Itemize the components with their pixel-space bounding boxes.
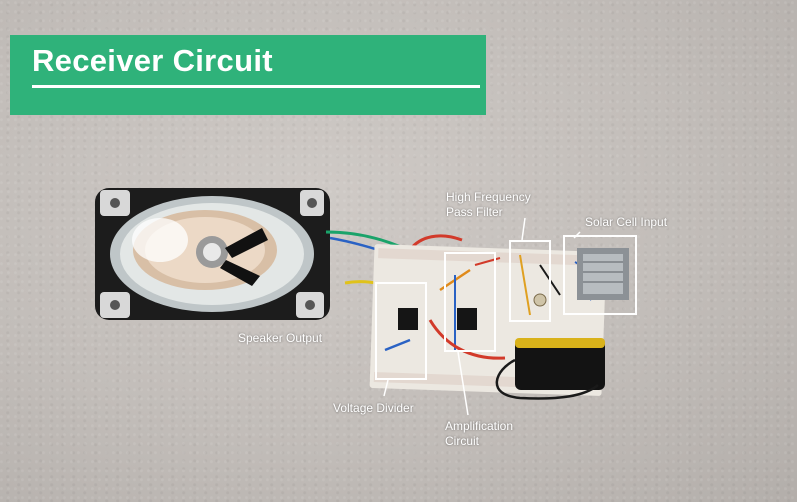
voltage-divider-label: Voltage Divider	[333, 401, 414, 415]
speaker	[95, 188, 330, 320]
page-title: Receiver Circuit	[32, 43, 273, 78]
high-frequency-label-line1: High Frequency	[446, 190, 531, 204]
chip-amplification	[457, 308, 477, 330]
high-frequency-box	[509, 240, 551, 322]
speaker-output-label: Speaker Output	[238, 331, 323, 345]
solar-cell-input-label: Solar Cell Input	[585, 215, 668, 229]
chip-voltage-divider	[398, 308, 418, 330]
amplification-label-line2: Circuit	[445, 434, 480, 448]
amplification-label-line1: Amplification	[445, 419, 514, 433]
battery	[495, 338, 605, 400]
solar-cell-box	[563, 235, 637, 315]
title-underline	[32, 85, 480, 88]
high-frequency-label-line2: Pass Filter	[446, 205, 503, 219]
amplification-box	[444, 252, 496, 352]
title-banner: Receiver Circuit	[10, 35, 486, 115]
voltage-divider-box	[375, 282, 427, 380]
solar-cell	[577, 248, 629, 300]
